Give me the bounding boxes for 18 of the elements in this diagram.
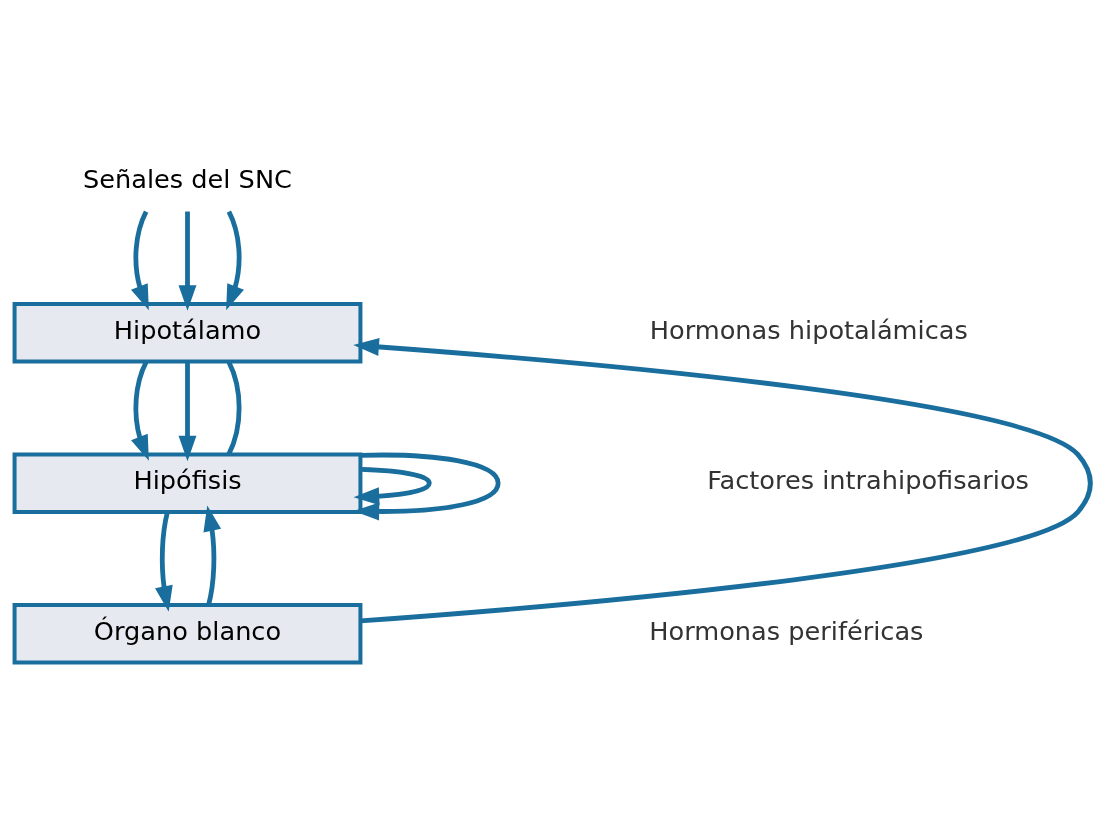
node-box: Hipófisis — [12, 452, 363, 515]
label: Hormonas hipotalámicas — [649, 314, 968, 345]
node-text: Señales del SNC — [83, 164, 292, 195]
arrow — [353, 467, 432, 506]
arrow — [353, 452, 501, 521]
arrow — [353, 337, 1093, 624]
connector — [226, 361, 242, 456]
node-box: Hipotálamo — [12, 301, 363, 364]
arrow — [226, 210, 244, 311]
arrow — [131, 361, 149, 461]
arrow — [131, 210, 149, 311]
node-box: Órgano blanco — [12, 602, 363, 665]
arrow — [178, 362, 197, 462]
label: Factores intrahipofisarios — [707, 465, 1029, 496]
arrow — [155, 512, 173, 612]
arrow — [178, 211, 197, 311]
arrow — [203, 505, 222, 606]
label: Hormonas periféricas — [649, 615, 924, 646]
